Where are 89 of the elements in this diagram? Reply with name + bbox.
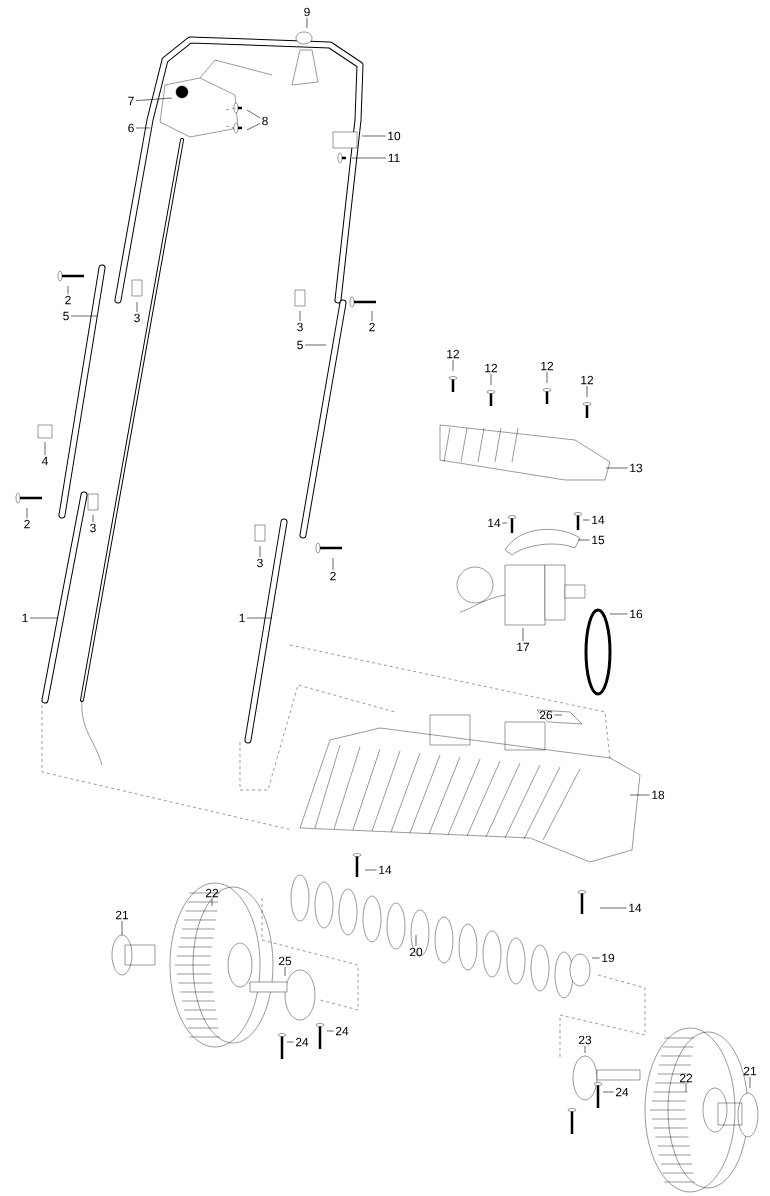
callout-number: 3 xyxy=(90,523,96,533)
callout-number: 12 xyxy=(485,363,498,373)
callout-number: 3 xyxy=(297,322,303,332)
callout-number: 5 xyxy=(63,311,69,321)
leader-line xyxy=(286,1041,294,1043)
leader-line xyxy=(299,310,301,322)
callout-number: 24 xyxy=(335,1026,349,1036)
callout-number: 20 xyxy=(409,947,423,957)
leader-line xyxy=(629,794,650,796)
leader-line xyxy=(749,1076,751,1089)
leader-line xyxy=(609,613,628,615)
callout-number: 21 xyxy=(743,1066,757,1076)
leader-line xyxy=(135,97,173,101)
callout-number: 3 xyxy=(134,313,140,323)
leader-line xyxy=(246,617,273,619)
callout-number: 22 xyxy=(205,888,219,898)
leader-line xyxy=(415,934,417,947)
leader-line xyxy=(546,371,548,384)
callout-number: 11 xyxy=(388,153,400,163)
leader-line xyxy=(554,714,563,716)
leader-line xyxy=(67,285,69,295)
leader-line xyxy=(522,627,524,642)
callout-number: 12 xyxy=(541,361,554,371)
leader-line xyxy=(136,301,138,313)
leader-line xyxy=(246,109,261,119)
callout-number: 16 xyxy=(630,609,643,619)
leader-line xyxy=(591,957,600,959)
leader-line xyxy=(586,385,588,398)
callout-number: 10 xyxy=(388,131,401,141)
leader-line xyxy=(452,359,454,372)
leader-line xyxy=(351,157,387,159)
callout-number: 15 xyxy=(592,535,605,545)
leader-line xyxy=(361,135,386,137)
callout-number: 23 xyxy=(578,1035,592,1045)
leader-line xyxy=(685,1083,687,1093)
callout-number: 12 xyxy=(581,375,594,385)
callout-number: 7 xyxy=(128,96,134,106)
leader-line xyxy=(332,557,334,571)
callout-number: 1 xyxy=(22,613,28,623)
callout-number: 9 xyxy=(304,7,310,17)
callout-number: 17 xyxy=(517,642,530,652)
leader-line xyxy=(26,507,28,519)
leader-line xyxy=(246,123,261,131)
leader-line xyxy=(121,920,123,936)
callout-number: 24 xyxy=(295,1037,309,1047)
callout-number: 2 xyxy=(65,295,71,305)
leader-line xyxy=(326,1030,334,1032)
callout-number: 24 xyxy=(615,1087,629,1097)
callout-number: 14 xyxy=(488,518,501,528)
leader-line xyxy=(490,373,492,386)
callout-number: 25 xyxy=(278,956,292,966)
leader-line xyxy=(304,344,327,346)
leader-line xyxy=(284,966,286,977)
callout-number: 19 xyxy=(602,953,615,963)
leader-line xyxy=(584,1045,586,1054)
callout-number: 6 xyxy=(128,123,134,133)
callout-number: 14 xyxy=(629,903,642,913)
leader-line xyxy=(502,522,508,524)
leader-line xyxy=(364,869,377,871)
callout-number: 3 xyxy=(257,558,263,568)
callout-number: 4 xyxy=(41,456,48,466)
leader-line xyxy=(371,310,373,322)
callout-number: 2 xyxy=(330,571,336,581)
leader-line xyxy=(211,898,213,907)
callout-number: 14 xyxy=(379,865,392,875)
callout-number: 8 xyxy=(262,116,268,126)
callout-number: 1 xyxy=(239,613,245,623)
leader-line xyxy=(306,17,308,29)
leader-line xyxy=(605,467,628,469)
leader-line xyxy=(29,617,59,619)
leader-line xyxy=(602,1091,614,1093)
leader-line xyxy=(577,539,590,541)
callout-number: 2 xyxy=(24,519,30,529)
leader-line xyxy=(135,127,151,129)
callout-number: 26 xyxy=(539,710,553,720)
callout-number: 14 xyxy=(592,515,605,525)
callout-number: 22 xyxy=(679,1073,693,1083)
leader-line xyxy=(582,519,590,521)
callout-number: 5 xyxy=(297,340,303,350)
leader-line xyxy=(70,315,98,317)
callout-number: 12 xyxy=(447,349,460,359)
callout-number: 2 xyxy=(369,322,375,332)
leader-line xyxy=(44,441,46,456)
callout-number: 13 xyxy=(630,463,643,473)
leader-line xyxy=(92,514,94,523)
callout-number: 18 xyxy=(652,790,665,800)
callout-number: 21 xyxy=(115,910,129,920)
leader-line xyxy=(259,545,261,558)
leader-line xyxy=(599,907,627,909)
